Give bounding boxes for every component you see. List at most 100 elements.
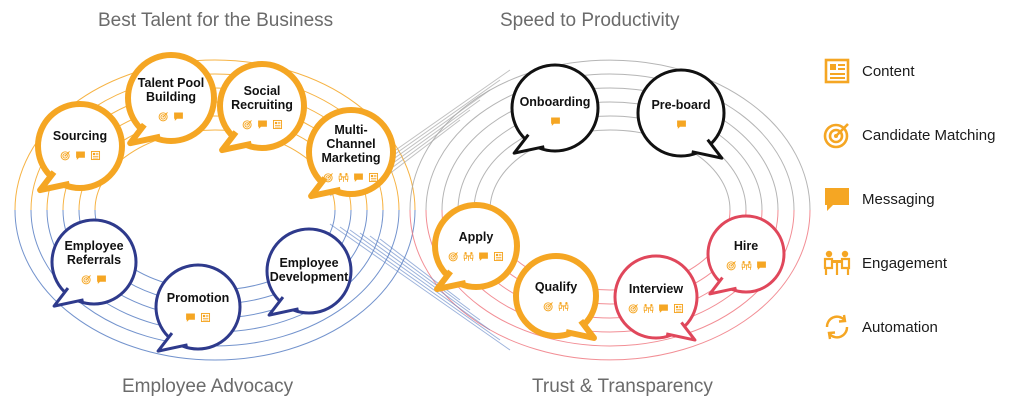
loop-line-bottom-left	[14, 209, 416, 361]
circle-pre-board-tail	[691, 138, 724, 160]
circle-hire	[706, 214, 786, 294]
node-icons	[628, 300, 684, 313]
circle-promotion-tail	[156, 332, 188, 353]
content-icon	[200, 310, 211, 322]
node-label: Onboarding	[519, 95, 591, 109]
messaging-icon	[185, 310, 196, 322]
content-icon	[368, 170, 379, 182]
cross-line-blue	[349, 229, 491, 331]
engagement-icon	[338, 170, 349, 182]
legend-label: Automation	[862, 318, 938, 336]
circle-sourcing	[35, 101, 125, 191]
content-icon	[272, 117, 283, 129]
candidate-matching-icon	[822, 120, 852, 150]
node-label: Talent Pool Building	[137, 76, 205, 104]
engagement-icon	[741, 258, 752, 270]
candidate-matching-icon	[60, 148, 71, 160]
node-label: Social Recruiting	[231, 84, 293, 112]
legend-label: Engagement	[862, 254, 948, 272]
node-label: Employee Referrals	[64, 239, 124, 267]
node-icons	[550, 113, 561, 126]
node-apply: Apply	[436, 212, 516, 278]
node-icons	[676, 116, 687, 129]
circle-interview-tail	[665, 321, 697, 342]
loop-line-top-right	[457, 101, 763, 211]
node-interview: Interview	[614, 262, 698, 332]
node-icons	[448, 248, 504, 261]
circle-interview	[613, 254, 699, 340]
quadrant-title-top-left: Best Talent for the Business	[98, 10, 334, 31]
messaging-icon	[75, 148, 86, 160]
circle-sourcing-tail	[37, 170, 71, 194]
messaging-icon	[257, 117, 268, 129]
node-label: Hire	[733, 239, 759, 253]
circle-hire-tail	[708, 276, 737, 296]
node-label: Employee Development	[269, 256, 349, 284]
loop-line-top-right	[489, 129, 731, 211]
engagement-icon	[643, 301, 654, 313]
node-pre-board: Pre-board	[636, 78, 726, 148]
node-label: Apply	[458, 230, 494, 244]
node-hire: Hire	[708, 222, 784, 286]
circle-pre-board	[636, 68, 726, 158]
engagement-icon	[558, 299, 569, 311]
content-icon	[822, 56, 852, 86]
candidate-matching-icon	[448, 249, 459, 261]
circle-social-recruiting	[217, 61, 307, 151]
loop-line-top-right	[473, 115, 747, 211]
node-label: Sourcing	[52, 129, 108, 143]
loop-line-top-right	[409, 59, 811, 211]
legend-label: Messaging	[862, 190, 935, 208]
node-icons	[81, 271, 107, 284]
node-icons	[543, 298, 569, 311]
messaging-icon	[658, 301, 669, 313]
node-icons	[726, 257, 767, 270]
legend-item-content: Content	[822, 56, 915, 86]
circle-talent-pool-building	[125, 52, 217, 144]
node-icons	[323, 169, 379, 182]
node-multi-channel-marketing: Multi-Channel Marketing	[310, 112, 392, 192]
circle-talent-pool-building-tail	[127, 122, 161, 147]
loop-line-top-right	[425, 73, 795, 211]
circle-apply-tail	[434, 269, 467, 293]
candidate-matching-icon	[726, 258, 737, 270]
node-label: Pre-board	[651, 98, 711, 112]
cross-line-blue	[339, 226, 501, 341]
candidate-matching-icon	[158, 109, 169, 121]
circle-promotion	[154, 263, 242, 351]
node-icons	[242, 116, 283, 129]
cross-line-blue	[369, 235, 471, 311]
circle-qualify-tail	[565, 318, 597, 341]
candidate-matching-icon	[543, 299, 554, 311]
node-qualify: Qualify	[516, 262, 596, 328]
candidate-matching-icon	[242, 117, 253, 129]
circle-qualify	[513, 253, 599, 339]
content-icon	[90, 148, 101, 160]
circle-employee-referrals	[50, 218, 138, 306]
automation-icon	[822, 312, 852, 342]
messaging-icon	[96, 272, 107, 284]
legend-label: Content	[862, 62, 915, 80]
messaging-icon	[550, 114, 561, 126]
legend-item-automation: Automation	[822, 312, 938, 342]
node-promotion: Promotion	[156, 272, 240, 340]
legend-item-candidate-matching: Candidate Matching	[822, 120, 995, 150]
circle-employee-development-tail	[267, 296, 299, 317]
legend-item-messaging: Messaging	[822, 184, 935, 214]
circle-multi-channel-marketing-tail	[308, 176, 342, 200]
node-sourcing: Sourcing	[38, 106, 122, 182]
engagement-icon	[463, 249, 474, 261]
messaging-icon	[822, 184, 852, 214]
node-label: Qualify	[534, 280, 578, 294]
node-icons	[158, 108, 184, 121]
node-label: Interview	[628, 282, 684, 296]
quadrant-title-bottom-right: Trust & Transparency	[532, 376, 713, 397]
messaging-icon	[173, 109, 184, 121]
candidate-matching-icon	[323, 170, 334, 182]
candidate-matching-icon	[81, 272, 92, 284]
content-icon	[493, 249, 504, 261]
circle-onboarding-tail	[512, 133, 545, 155]
messaging-icon	[478, 249, 489, 261]
